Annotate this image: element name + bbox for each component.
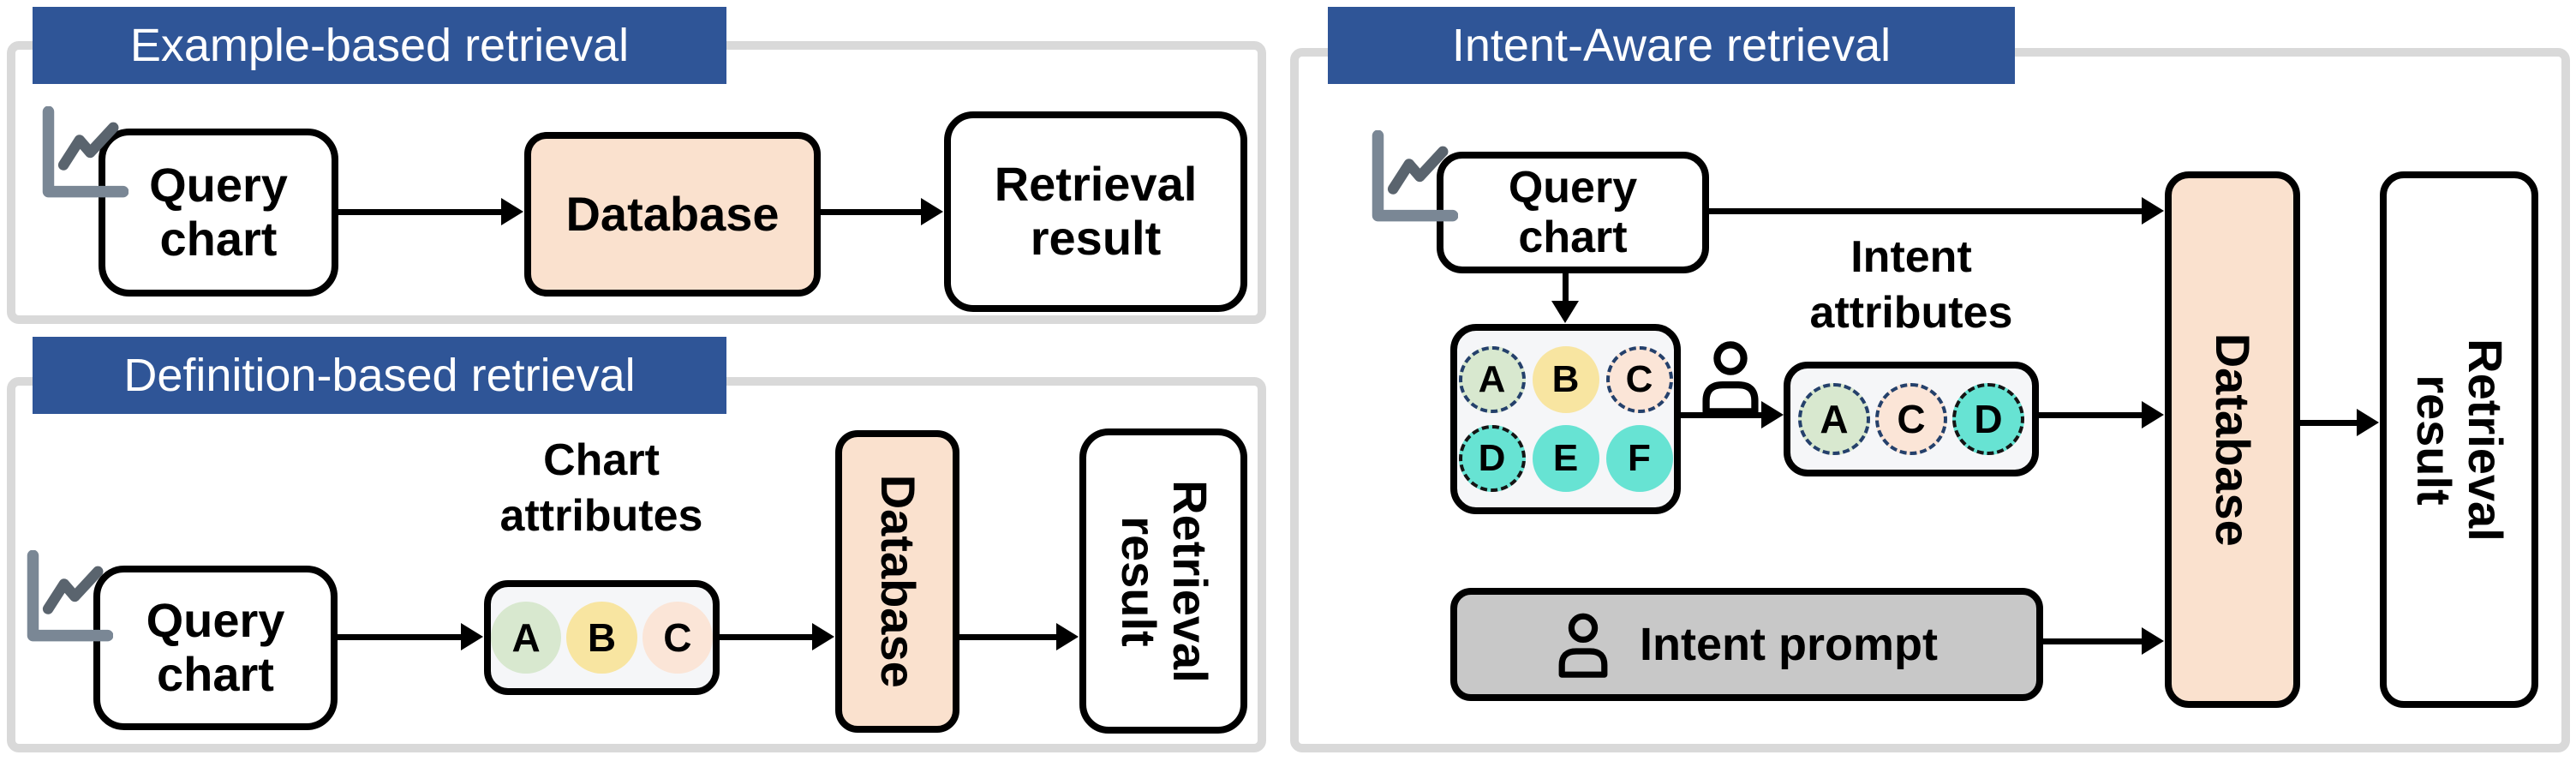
arrow-query-to-attributes [338,623,483,650]
query-chart-label: Query chart [146,593,285,701]
attribute-letter: C [1625,358,1653,400]
arrow-query-to-database [338,198,523,225]
attribute-letter: A [511,615,541,660]
attribute-letter: B [587,615,617,660]
attribute-letter: D [1974,397,2003,441]
retrieval-result-label: Retrieval result [994,157,1198,265]
attribute-letter: C [663,615,692,660]
retrieval-result-label: Retrieval result [2406,338,2513,542]
retrieval-result-label: Retrieval result [1111,479,1217,683]
chart-attributes-box: A B C [484,580,720,695]
arrow-query-to-extracted-attributes [1551,273,1579,323]
attribute-circle-c: C [642,602,713,674]
intent-prompt-node: Intent prompt [1450,588,2043,701]
attribute-letter: E [1552,437,1579,479]
database-label: Database [565,186,780,241]
arrow-prompt-to-database [2043,627,2164,655]
attribute-letter: A [1478,358,1506,400]
attribute-circle-b: B [566,602,637,674]
attribute-letter: D [1478,437,1506,479]
query-chart-label: Query chart [1508,162,1638,262]
database-node: Database [2165,171,2300,708]
attribute-circle-e: E [1532,425,1599,492]
database-node: Database [524,132,821,297]
database-node: Database [835,430,959,733]
line-chart-icon [24,549,114,649]
intent-attributes-box: A C D [1784,362,2039,476]
attribute-letter: A [1820,397,1849,441]
attribute-letter: B [1551,358,1580,400]
arrow-extracted-to-intent-attributes [1681,401,1784,428]
person-icon [1698,339,1763,419]
attribute-circle-f: F [1605,425,1673,492]
attribute-letter: C [1897,397,1926,441]
attribute-circle-c: C [1875,383,1947,455]
retrieval-result-node: Retrieval result [1079,428,1247,734]
extracted-attributes-box: A B C D E F [1450,324,1681,514]
database-label: Database [2206,333,2261,547]
panel-definition-title: Definition-based retrieval [123,350,636,401]
attribute-circle-a: A [1458,346,1526,413]
panel-definition-banner: Definition-based retrieval [33,337,726,414]
arrow-database-to-result [2300,409,2379,436]
arrow-query-to-database [1709,197,2164,225]
arrow-database-to-result [959,623,1079,650]
attribute-circle-b: B [1532,346,1599,413]
query-chart-node: Query chart [93,566,338,730]
panel-example-banner: Example-based retrieval [33,7,726,84]
panel-example-title: Example-based retrieval [129,20,630,71]
person-icon [1556,608,1611,680]
panel-intent-banner: Intent-Aware retrieval [1328,7,2015,84]
line-chart-icon [39,105,129,205]
arrow-database-to-result [821,198,943,225]
intent-attributes-label: Intent attributes [1809,232,2013,338]
panel-intent-title: Intent-Aware retrieval [1451,20,1892,71]
chart-attributes-label: Chart attributes [499,435,703,541]
retrieval-result-node: Retrieval result [944,111,1247,312]
attribute-circle-d: D [1952,383,2024,455]
query-chart-node: Query chart [1437,152,1709,273]
database-label: Database [870,474,925,689]
query-chart-label: Query chart [149,158,288,266]
retrieval-result-node: Retrieval result [2380,171,2538,708]
attribute-circle-c: C [1605,346,1673,413]
arrow-intent-attributes-to-database [2039,401,2164,428]
attribute-circle-d: D [1458,425,1526,492]
attribute-letter: F [1628,437,1651,479]
attribute-circle-a: A [491,602,562,674]
intent-prompt-label: Intent prompt [1640,619,1938,670]
query-chart-node: Query chart [99,129,338,297]
attribute-circle-a: A [1798,383,1870,455]
arrow-attributes-to-database [720,623,834,650]
line-chart-icon [1369,129,1459,229]
